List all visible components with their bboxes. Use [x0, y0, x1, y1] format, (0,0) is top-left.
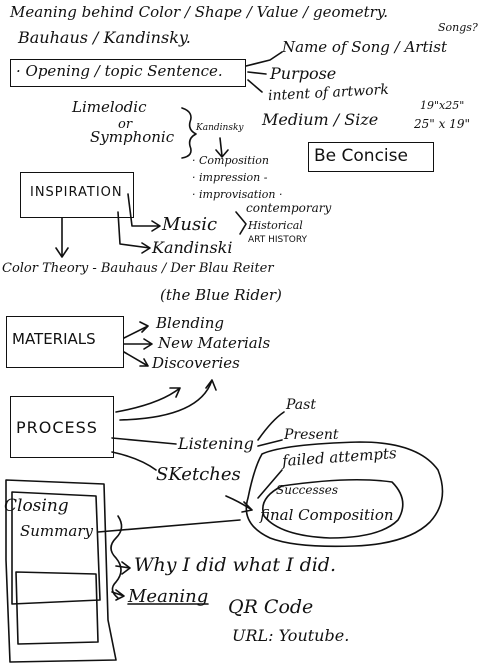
be-concise-box	[308, 142, 434, 172]
successes-text: Successes	[276, 483, 339, 497]
kandinski-text: Kandinski	[152, 238, 233, 257]
line-listening-present	[257, 439, 283, 447]
opening-label: · Opening / topic Sentence.	[16, 62, 223, 80]
melodic-line1: Limelodic	[72, 98, 147, 116]
line-process-sketches	[111, 451, 157, 471]
closing-line1: Closing	[4, 496, 69, 516]
contemporary-text: contemporary	[246, 201, 332, 215]
oval-successes-final	[262, 478, 404, 539]
qr-code-text: QR Code	[228, 596, 314, 618]
improvisation-text: · improvisation ·	[192, 188, 283, 201]
brace-melodic	[181, 107, 197, 159]
arrow-closing-meaning	[111, 589, 125, 601]
arrow-closing-why	[115, 561, 131, 575]
oval-sketch-results	[245, 441, 444, 548]
color-theory-text: Color Theory - Bauhaus / Der Blau Reiter	[2, 261, 274, 276]
sketches-text: SKetches	[156, 464, 241, 485]
line-opening-to-name	[245, 51, 283, 67]
arrow-process-discoveries	[115, 387, 181, 413]
materials-box	[6, 316, 124, 368]
header-line1: Meaning behind Color / Shape / Value / g…	[10, 3, 389, 21]
melodic-line2: or	[118, 117, 133, 132]
be-concise-text: Be Concise	[314, 146, 408, 166]
opening-box	[10, 59, 246, 87]
materials-label: MATERIALS	[12, 330, 96, 348]
inspiration-box	[20, 172, 134, 218]
process-label: PROCESS	[16, 418, 98, 437]
arrow-materials-new	[123, 338, 153, 350]
size-bottom: 25" x 19"	[414, 117, 470, 131]
past-text: Past	[286, 397, 316, 413]
composition-text: · Composition	[192, 154, 269, 167]
historical-text: Historical	[248, 219, 303, 232]
medium-size-text: Medium / Size	[262, 110, 379, 129]
arrow-materials-discover	[123, 351, 149, 367]
line-opening-to-purpose	[247, 71, 267, 75]
listening-text: Listening	[178, 434, 254, 453]
header-line2: Bauhaus / Kandinsky.	[18, 28, 191, 47]
arrow-inspiration-kandinski	[117, 211, 151, 254]
melodic-line3: Symphonic	[90, 128, 175, 146]
page-stack-outline	[5, 479, 117, 663]
arrow-materials-blending	[123, 321, 149, 339]
blending-text: Blending	[156, 314, 225, 332]
present-text: Present	[284, 427, 339, 443]
name-of-song-artist: Name of Song / Artist	[282, 38, 447, 56]
line-closing-final	[97, 519, 241, 533]
arrow-inspiration-down	[55, 217, 69, 258]
impression-text: · impression -	[192, 171, 268, 184]
discoveries-text: Discoveries	[152, 354, 240, 372]
kandinsky-small: Kandinsky	[196, 123, 244, 133]
page-stack-inner-2	[15, 571, 99, 645]
arrow-sketch-final	[225, 495, 253, 513]
closing-squiggle	[110, 515, 123, 599]
meaning-text: Meaning	[128, 586, 209, 607]
line-opening-to-intent	[247, 79, 263, 93]
url-youtube-text: URL: Youtube.	[232, 626, 350, 645]
size-top: 19"x25"	[420, 99, 465, 112]
process-box	[10, 396, 114, 458]
music-text: Music	[162, 214, 218, 235]
line-process-listening	[111, 437, 177, 445]
inspiration-label: INSPIRATION	[30, 185, 123, 200]
new-materials-text: New Materials	[158, 334, 271, 352]
arrow-inspiration-music	[127, 193, 161, 232]
art-history-text: ART HISTORY	[248, 235, 308, 245]
blue-rider-text: (the Blue Rider)	[160, 286, 282, 304]
arrow-kandinsky-down	[215, 137, 229, 158]
arrow-process-discoveries-2	[119, 379, 217, 421]
header-songs: Songs?	[438, 21, 478, 34]
purpose-text: Purpose	[270, 64, 337, 83]
final-composition-text: final Composition	[260, 506, 394, 524]
arrow-music-left	[235, 211, 247, 235]
line-listening-past	[257, 411, 285, 441]
page-stack-inner	[11, 491, 101, 605]
line-sketch-slash	[257, 469, 283, 499]
why-text: Why I did what I did.	[134, 554, 337, 576]
closing-line2: Summary	[20, 522, 93, 540]
